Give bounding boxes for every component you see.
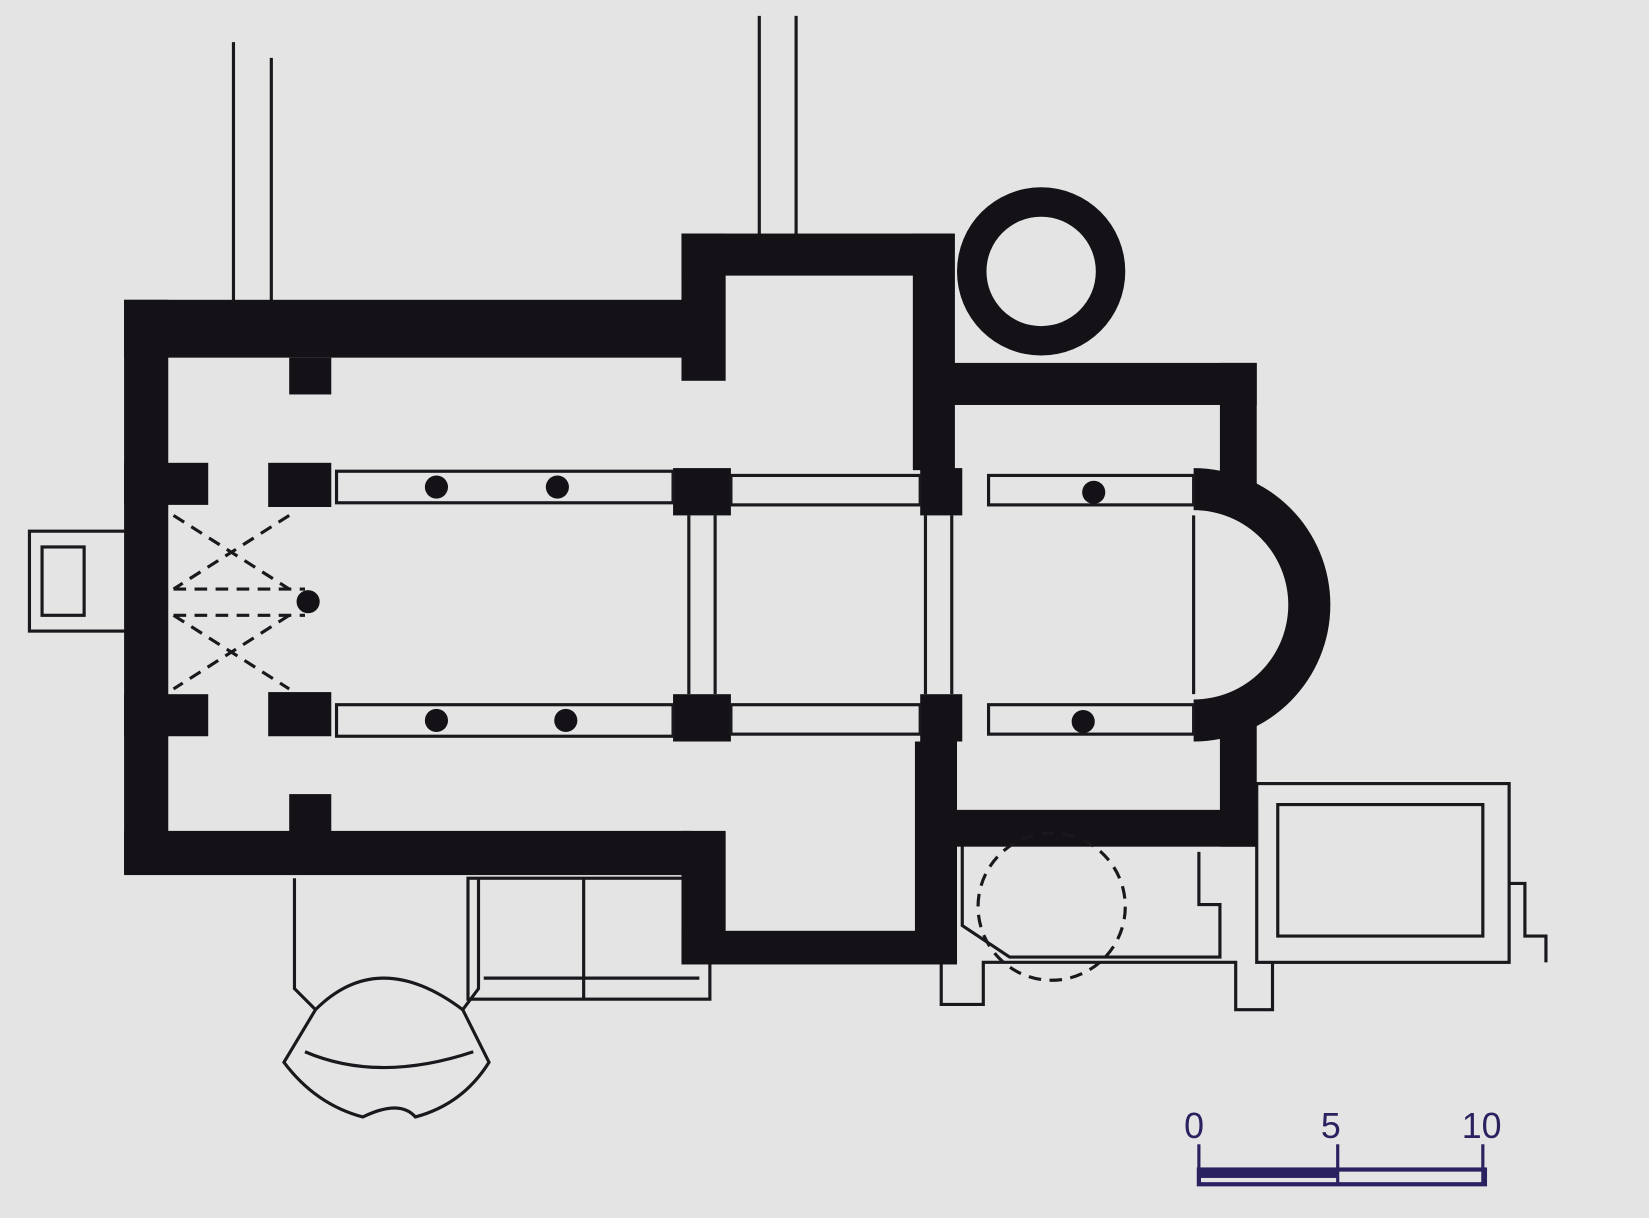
columns	[296, 475, 1106, 734]
vault-dashes	[172, 514, 1127, 982]
scale-label-0: 0	[1184, 1106, 1204, 1146]
projection-lines	[231, 15, 798, 306]
scale-label-10: 10	[1462, 1106, 1502, 1146]
scale-bar: 0 5 10	[1184, 1106, 1502, 1187]
arcades	[334, 469, 1196, 738]
walls	[124, 187, 1331, 965]
scale-label-5: 5	[1321, 1106, 1341, 1146]
